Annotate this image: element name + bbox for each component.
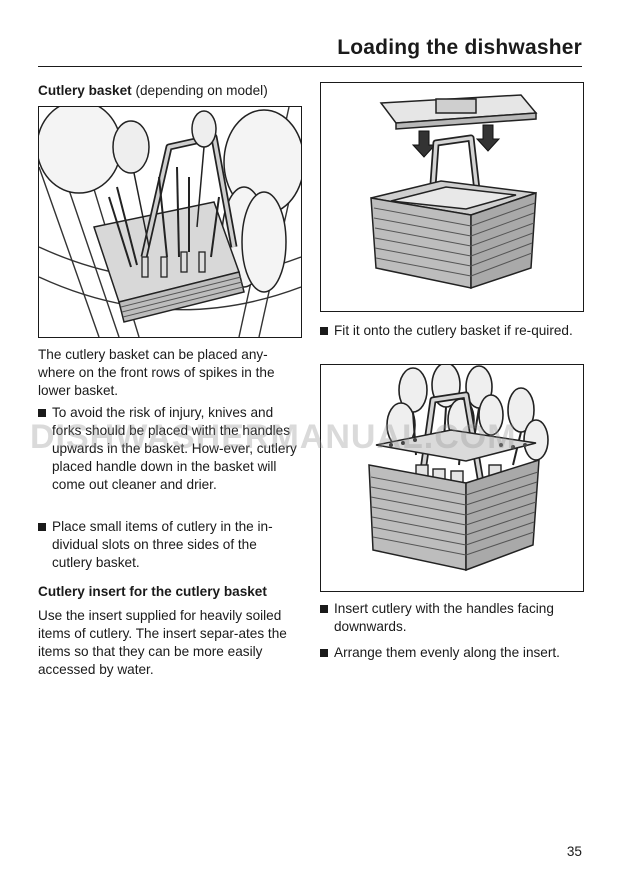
bullet-text: Insert cutlery with the handles facing d… xyxy=(334,601,554,634)
cutlery-basket-heading-bold: Cutlery basket xyxy=(38,83,132,98)
page-number: 35 xyxy=(566,844,582,859)
bullet-text: Arrange them evenly along the insert. xyxy=(334,645,560,660)
arrange-evenly-bullet: Arrange them evenly along the insert. xyxy=(320,644,584,662)
bullet-text: Fit it onto the cutlery basket if re-qui… xyxy=(334,323,573,338)
bullet-marker xyxy=(320,327,328,335)
bullet-text: Place small items of cutlery in the in-d… xyxy=(52,519,273,570)
cutlery-basket-heading: Cutlery basket (depending on model) xyxy=(38,82,300,100)
bullet-marker xyxy=(38,409,46,417)
cutlery-basket-heading-note: (depending on model) xyxy=(131,83,268,98)
fit-insert-bullet: Fit it onto the cutlery basket if re-qui… xyxy=(320,322,584,340)
bullet-marker xyxy=(38,523,46,531)
cutlery-basket-bullet-1: To avoid the risk of injury, knives and … xyxy=(38,404,300,494)
intro-paragraph: The cutlery basket can be placed any-whe… xyxy=(38,347,275,398)
cutlery-basket-bullet-2: Place small items of cutlery in the in-d… xyxy=(38,518,300,572)
bullet-marker xyxy=(320,605,328,613)
title-divider xyxy=(38,66,582,67)
loaded-insert-illustration xyxy=(320,364,584,592)
insert-paragraph: Use the insert supplied for heavily soil… xyxy=(38,608,287,677)
cutlery-basket-intro: The cutlery basket can be placed any-whe… xyxy=(38,346,300,400)
bullet-marker xyxy=(320,649,328,657)
cutlery-insert-heading: Cutlery insert for the cutlery basket xyxy=(38,584,267,599)
insert-cutlery-bullet: Insert cutlery with the handles facing d… xyxy=(320,600,584,636)
page-title: Loading the dishwasher xyxy=(337,36,582,59)
insert-fitting-illustration xyxy=(320,82,584,312)
bullet-text: To avoid the risk of injury, knives and … xyxy=(52,405,297,492)
cutlery-basket-in-rack-illustration xyxy=(38,106,302,338)
cutlery-insert-description: Use the insert supplied for heavily soil… xyxy=(38,607,300,679)
